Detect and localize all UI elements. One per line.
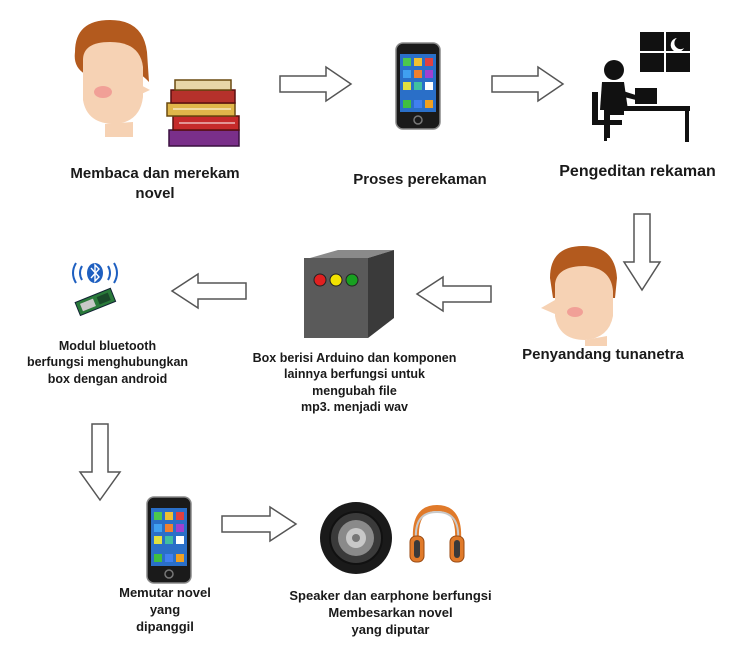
step-play-label: Memutar novel yang dipanggil	[119, 585, 211, 634]
book-stack-icon	[163, 78, 245, 153]
hollow-arrow-icon	[278, 65, 353, 103]
step-bluetooth-label: Modul bluetooth berfungsi menghubungkan …	[26, 339, 189, 386]
headphones-icon	[408, 502, 466, 568]
step-speaker-label: Speaker dan earphone berfungsi Membesark…	[289, 588, 492, 637]
step-read-record-label: Membaca dan merekam novel	[70, 165, 240, 202]
smartphone-icon	[146, 496, 192, 584]
step-box-label: Box berisi Arduino dan komponen lainnya …	[252, 351, 457, 414]
hollow-arrow-icon	[622, 212, 662, 292]
hollow-arrow-icon	[170, 272, 248, 310]
hollow-arrow-icon	[220, 505, 298, 543]
person-at-computer-icon	[590, 30, 700, 145]
speaker-icon	[318, 500, 394, 576]
person-icon	[535, 236, 630, 346]
smartphone-icon	[395, 42, 441, 130]
step-editing-label: Pengeditan rekaman	[559, 163, 716, 180]
hollow-arrow-icon	[78, 422, 122, 502]
hollow-arrow-icon	[415, 275, 493, 313]
arduino-box-icon	[298, 248, 398, 340]
person-reading-icon	[55, 12, 165, 137]
bluetooth-module-icon	[68, 255, 122, 317]
step-recording-label: Proses perekaman	[353, 171, 487, 188]
hollow-arrow-icon	[490, 65, 565, 103]
step-blind-user-label: Penyandang tunanetra	[522, 346, 684, 363]
